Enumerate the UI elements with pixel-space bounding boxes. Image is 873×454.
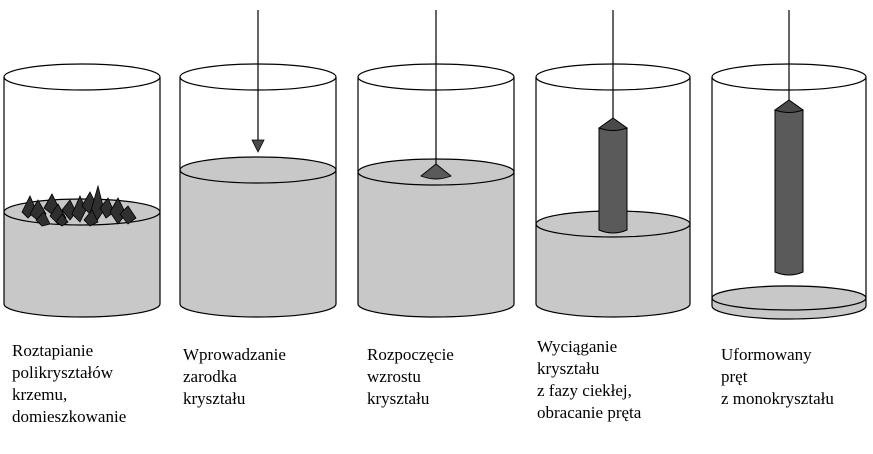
stage-2-caption: Wprowadzanie zarodka kryształu [183, 344, 286, 410]
stage-5-melt-surface [711, 285, 867, 311]
caption-line: Roztapianie [12, 341, 94, 360]
polycrystal-chunks [21, 184, 137, 227]
caption-line: obracanie pręta [537, 403, 642, 422]
caption-line: wzrostu [367, 367, 421, 386]
stage-5-crystal-rod [773, 99, 805, 276]
stage-4-crystal-rod [597, 117, 629, 234]
stage-5-crucible [711, 10, 867, 320]
caption-line: pręt [721, 367, 748, 386]
caption-line: z monokryształu [721, 389, 834, 408]
stage-3-caption: Rozpoczęcie wzrostu kryształu [367, 344, 454, 410]
stage-3-crucible [357, 10, 515, 318]
caption-line: kryształu [367, 389, 430, 408]
stage-1-crucible [3, 63, 161, 318]
stage-3-melt [358, 159, 514, 317]
caption-line: Uformowany [721, 345, 812, 364]
stage-2-melt [180, 157, 336, 317]
caption-line: kryształu [183, 389, 246, 408]
stage-4-crucible [535, 10, 691, 318]
stage-2-crucible [179, 10, 337, 318]
caption-line: Rozpoczęcie [367, 345, 454, 364]
stage-1-melt [4, 199, 160, 317]
stage-4-caption: Wyciąganie kryształu z fazy ciekłej, obr… [537, 336, 641, 424]
stage-3-seed-cone [420, 163, 452, 180]
caption-line: z fazy ciekłej, [537, 381, 632, 400]
stage-1-crucible-rim [3, 63, 161, 91]
caption-line: polikryształów [12, 363, 114, 382]
caption-line: kryształu [537, 359, 600, 378]
stage-4-melt [536, 211, 690, 317]
stage-5-caption: Uformowany pręt z monokryształu [721, 344, 834, 410]
caption-line: zarodka [183, 367, 237, 386]
caption-line: domieszkowanie [12, 407, 127, 426]
caption-line: krzemu, [12, 385, 68, 404]
caption-line: Wprowadzanie [183, 345, 286, 364]
stage-2-melt-surface [179, 156, 337, 184]
stage-1-caption: Roztapianie polikryształów krzemu, domie… [12, 340, 126, 428]
caption-line: Wyciąganie [537, 337, 618, 356]
stage-2-seed [251, 139, 265, 153]
